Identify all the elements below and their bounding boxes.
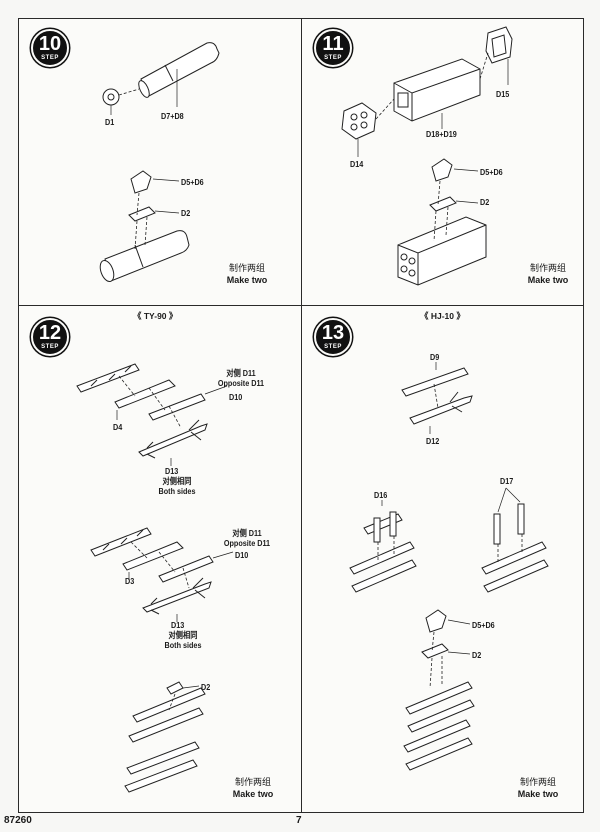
step-12-drawing — [76, 363, 234, 793]
label-d15: D15 — [496, 89, 510, 99]
label-d4: D4 — [113, 422, 123, 432]
step-13-badge: 13 STEP — [314, 318, 352, 356]
step-11-badge: 11 STEP — [314, 29, 352, 67]
label-d14: D14 — [350, 159, 364, 169]
step-number: 10 — [38, 33, 62, 55]
label-d2: D2 — [480, 197, 490, 207]
section-title: 《 HJ-10 》 — [420, 311, 465, 321]
label-both-sides-en: Both sides — [158, 486, 196, 496]
note-english: Make two — [226, 275, 268, 285]
label-opposite-d11-cn: 对侧 D11 — [226, 368, 256, 378]
step-13-panel: 《 HJ-10 》 13 STEP — [301, 305, 584, 813]
kit-number: 87260 — [4, 815, 32, 826]
note-english: Make two — [517, 789, 559, 799]
label-d2: D2 — [181, 208, 191, 218]
label-d16: D16 — [374, 490, 388, 500]
make-two-note: 制作两组 Make two — [217, 264, 277, 286]
step-10-panel: 10 STEP — [18, 18, 302, 306]
make-two-note: 制作两组 Make two — [223, 778, 283, 800]
step-11-drawing — [341, 26, 513, 286]
step-13-drawing — [349, 362, 549, 771]
label-d13: D13 — [165, 466, 179, 476]
step-11-panel: 11 STEP — [301, 18, 584, 306]
note-chinese: 制作两组 — [529, 264, 566, 274]
step-10-drawing — [99, 42, 220, 283]
step-number: 12 — [38, 322, 62, 344]
step-text: STEP — [324, 55, 342, 61]
label-d13: D13 — [171, 620, 185, 630]
note-english: Make two — [527, 275, 569, 285]
label-d18-d19: D18+D19 — [426, 129, 457, 139]
label-d2: D2 — [201, 682, 211, 692]
label-d2: D2 — [472, 650, 482, 660]
step-text: STEP — [41, 55, 59, 61]
label-d5-d6: D5+D6 — [472, 620, 495, 630]
note-chinese: 制作两组 — [228, 264, 265, 274]
label-opposite-d11-cn: 对侧 D11 — [232, 528, 262, 538]
page-number: 7 — [296, 815, 302, 826]
label-d5-d6: D5+D6 — [181, 177, 204, 187]
section-title: 《 TY-90 》 — [133, 311, 178, 321]
make-two-note: 制作两组 Make two — [508, 778, 568, 800]
step-text: STEP — [41, 344, 59, 350]
step-number: 11 — [322, 33, 344, 55]
note-chinese: 制作两组 — [519, 778, 556, 788]
label-d10: D10 — [235, 550, 249, 560]
label-d3: D3 — [125, 576, 135, 586]
note-chinese: 制作两组 — [234, 778, 271, 788]
step-12-panel: 《 TY-90 》 12 STEP — [18, 305, 302, 813]
label-d17: D17 — [500, 476, 514, 486]
note-english: Make two — [232, 789, 274, 799]
label-d1: D1 — [105, 117, 115, 127]
step-text: STEP — [324, 344, 342, 350]
step-10-badge: 10 STEP — [31, 29, 69, 67]
label-d5-d6: D5+D6 — [480, 167, 503, 177]
step-12-badge: 12 STEP — [31, 318, 69, 356]
label-opposite-d11-en: Opposite D11 — [217, 378, 265, 388]
label-both-sides-cn: 对侧相同 — [168, 630, 198, 640]
label-both-sides-cn: 对侧相同 — [162, 476, 192, 486]
label-d7-d8: D7+D8 — [161, 111, 184, 121]
make-two-note: 制作两组 Make two — [518, 264, 578, 286]
step-number: 13 — [321, 322, 345, 344]
label-d9: D9 — [430, 352, 440, 362]
label-d12: D12 — [426, 436, 440, 446]
label-d10: D10 — [229, 392, 243, 402]
label-both-sides-en: Both sides — [164, 640, 202, 650]
label-opposite-d11-en: Opposite D11 — [223, 538, 271, 548]
